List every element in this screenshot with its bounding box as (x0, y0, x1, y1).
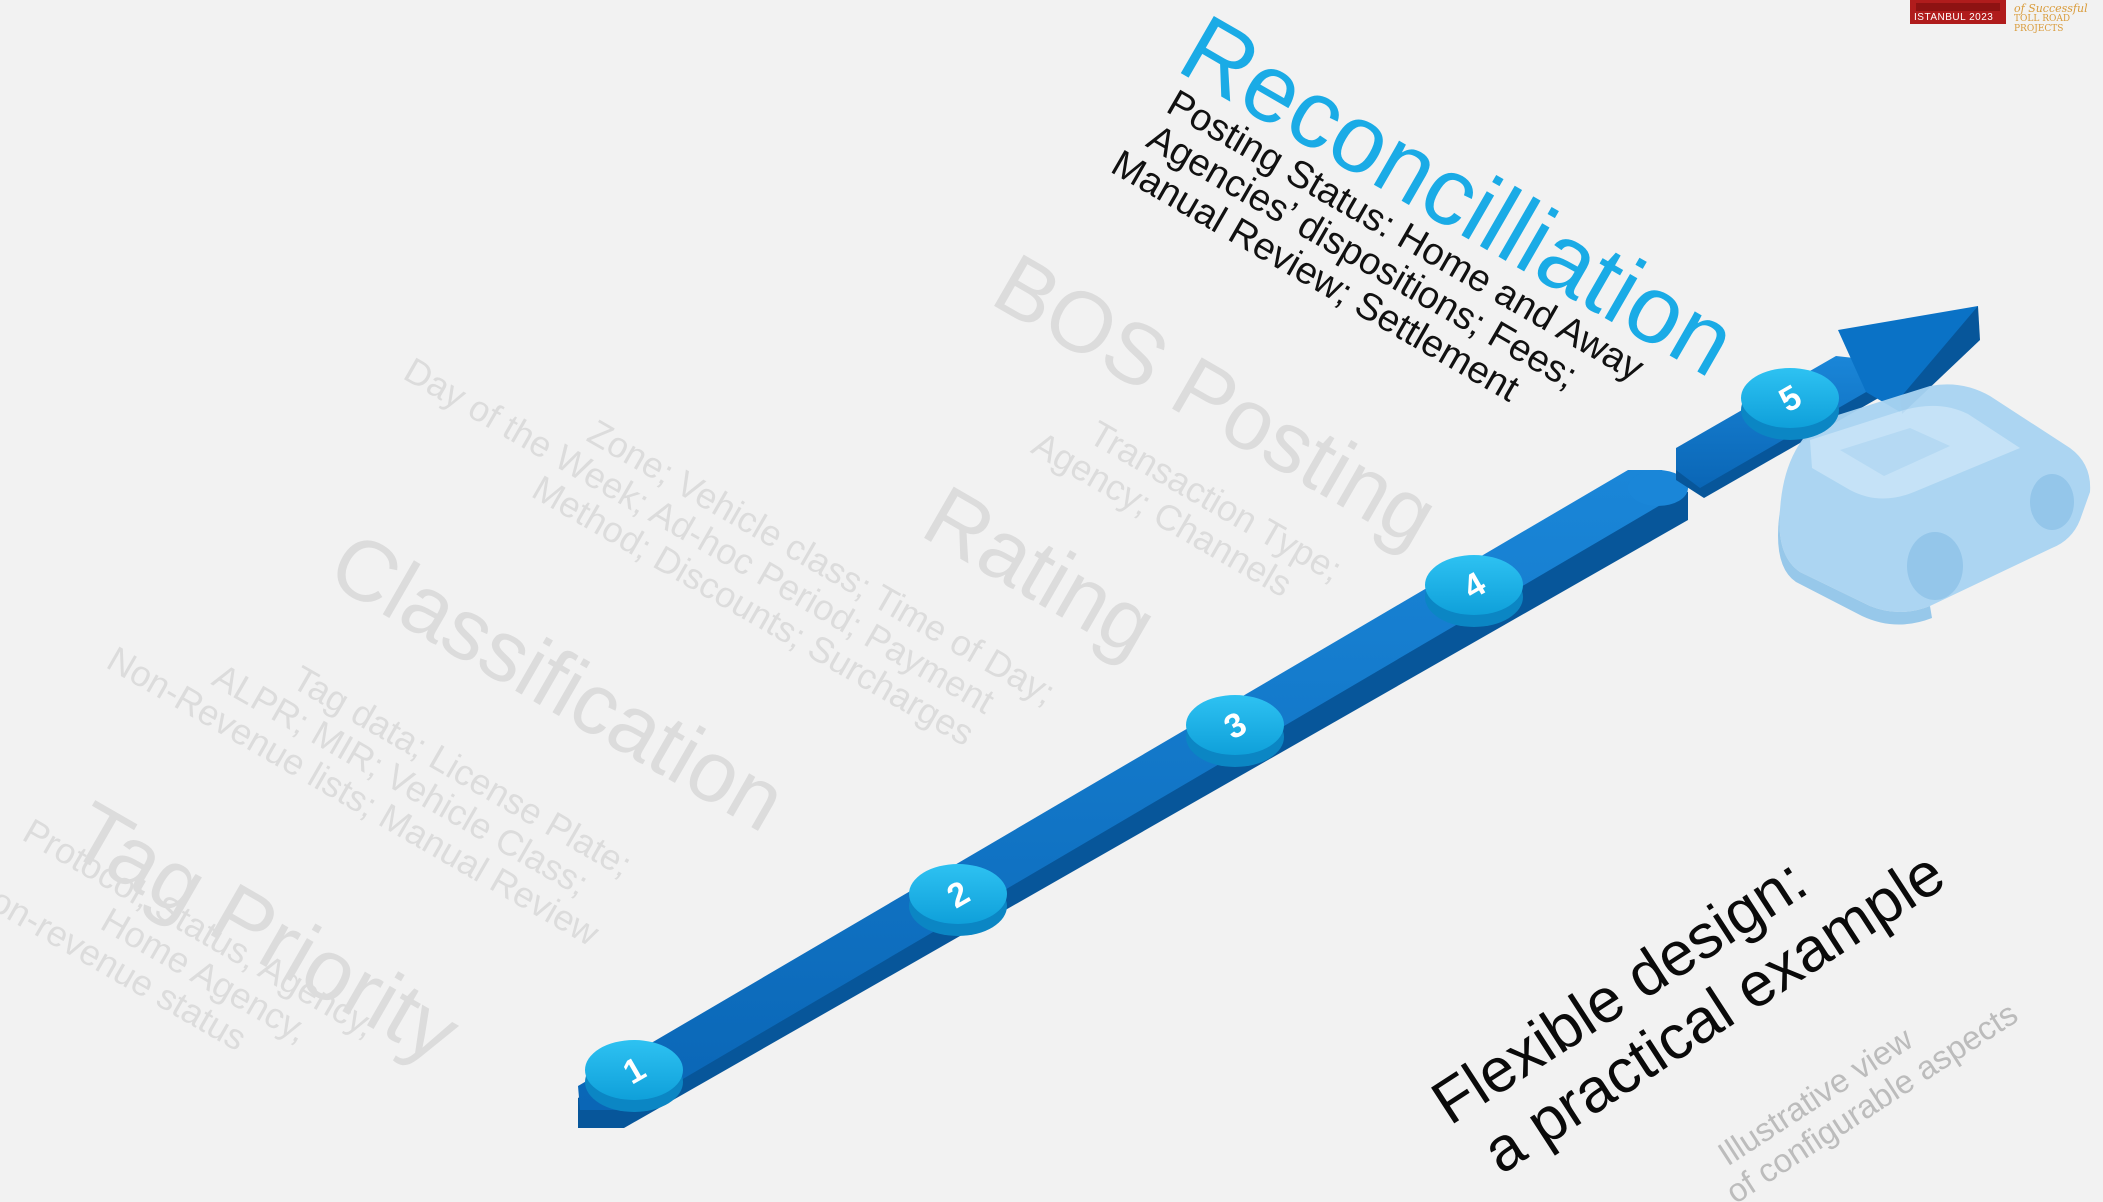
car-icon (1778, 384, 2091, 625)
logo-tagline-line-1: of Successful (2014, 2, 2088, 15)
marker-4 (1425, 555, 1523, 627)
marker-1 (585, 1040, 683, 1112)
logo-icon (1910, 0, 2006, 24)
track-main-segment (578, 470, 1688, 1128)
logo-tagline: of Successful TOLL ROAD PROJECTS (2014, 2, 2103, 34)
arrow-head-icon (1838, 306, 1978, 412)
marker-3 (1186, 695, 1284, 767)
marker-2 (909, 864, 1007, 936)
logo-tagline-line-2: TOLL ROAD PROJECTS (2014, 14, 2071, 34)
logo-year-text: ISTANBUL 2023 (1914, 12, 1994, 23)
marker-5 (1741, 368, 1839, 440)
